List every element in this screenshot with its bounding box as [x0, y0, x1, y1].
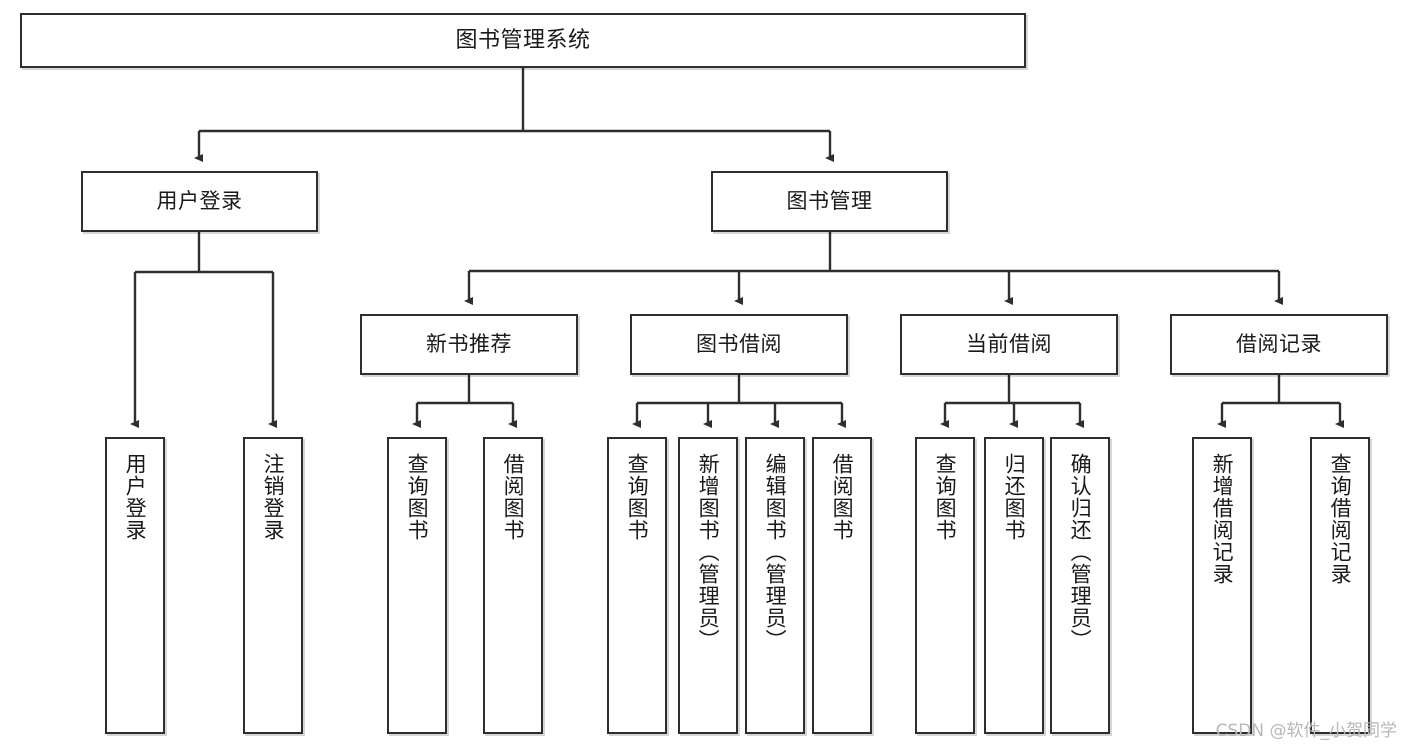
watermark: CSDN @软件_小贺同学	[1215, 721, 1397, 741]
node-new-book-recommend[interactable]: 新书推荐	[360, 314, 578, 375]
node-current-borrow-label: 当前借阅	[966, 332, 1052, 357]
node-leaf-user-logout[interactable]: 注销登录	[243, 437, 303, 734]
node-current-borrow[interactable]: 当前借阅	[900, 314, 1118, 375]
node-leaf-borrow-book-1[interactable]: 借阅图书	[483, 437, 543, 734]
node-leaf-borrow-book-1-label: 借阅图书	[501, 453, 526, 541]
node-leaf-query-book-1-label: 查询图书	[405, 453, 430, 541]
node-root-label: 图书管理系统	[455, 27, 591, 53]
node-leaf-confirm-return[interactable]: 确认归还（管理员）	[1050, 437, 1110, 734]
node-leaf-add-book[interactable]: 新增图书（管理员）	[678, 437, 738, 734]
node-user-login[interactable]: 用户登录	[81, 171, 318, 232]
node-borrow-record[interactable]: 借阅记录	[1170, 314, 1388, 375]
node-root[interactable]: 图书管理系统	[20, 13, 1026, 68]
node-leaf-borrow-book-2-label: 借阅图书	[830, 453, 855, 541]
node-leaf-query-record[interactable]: 查询借阅记录	[1310, 437, 1370, 734]
node-leaf-edit-book-label: 编辑图书（管理员）	[763, 453, 788, 651]
node-leaf-edit-book[interactable]: 编辑图书（管理员）	[745, 437, 805, 734]
node-borrow-record-label: 借阅记录	[1236, 332, 1322, 357]
node-leaf-user-login-label: 用户登录	[123, 453, 148, 541]
node-book-manage[interactable]: 图书管理	[711, 171, 948, 232]
node-leaf-user-login[interactable]: 用户登录	[105, 437, 165, 734]
node-leaf-return-book[interactable]: 归还图书	[984, 437, 1044, 734]
node-leaf-add-record[interactable]: 新增借阅记录	[1192, 437, 1252, 734]
node-book-manage-label: 图书管理	[786, 189, 873, 214]
node-leaf-return-book-label: 归还图书	[1002, 453, 1027, 541]
node-leaf-add-book-label: 新增图书（管理员）	[696, 453, 721, 651]
node-leaf-confirm-return-label: 确认归还（管理员）	[1068, 453, 1093, 651]
node-leaf-query-record-label: 查询借阅记录	[1328, 453, 1353, 585]
node-leaf-query-book-3[interactable]: 查询图书	[915, 437, 975, 734]
node-new-book-recommend-label: 新书推荐	[426, 332, 512, 357]
node-leaf-query-book-2[interactable]: 查询图书	[607, 437, 667, 734]
node-user-login-label: 用户登录	[156, 189, 243, 214]
node-leaf-query-book-2-label: 查询图书	[625, 453, 650, 541]
node-leaf-query-book-3-label: 查询图书	[933, 453, 958, 541]
node-leaf-borrow-book-2[interactable]: 借阅图书	[812, 437, 872, 734]
node-leaf-add-record-label: 新增借阅记录	[1210, 453, 1235, 585]
node-leaf-user-logout-label: 注销登录	[261, 453, 286, 541]
node-book-borrow[interactable]: 图书借阅	[630, 314, 848, 375]
node-book-borrow-label: 图书借阅	[696, 332, 782, 357]
node-leaf-query-book-1[interactable]: 查询图书	[387, 437, 447, 734]
